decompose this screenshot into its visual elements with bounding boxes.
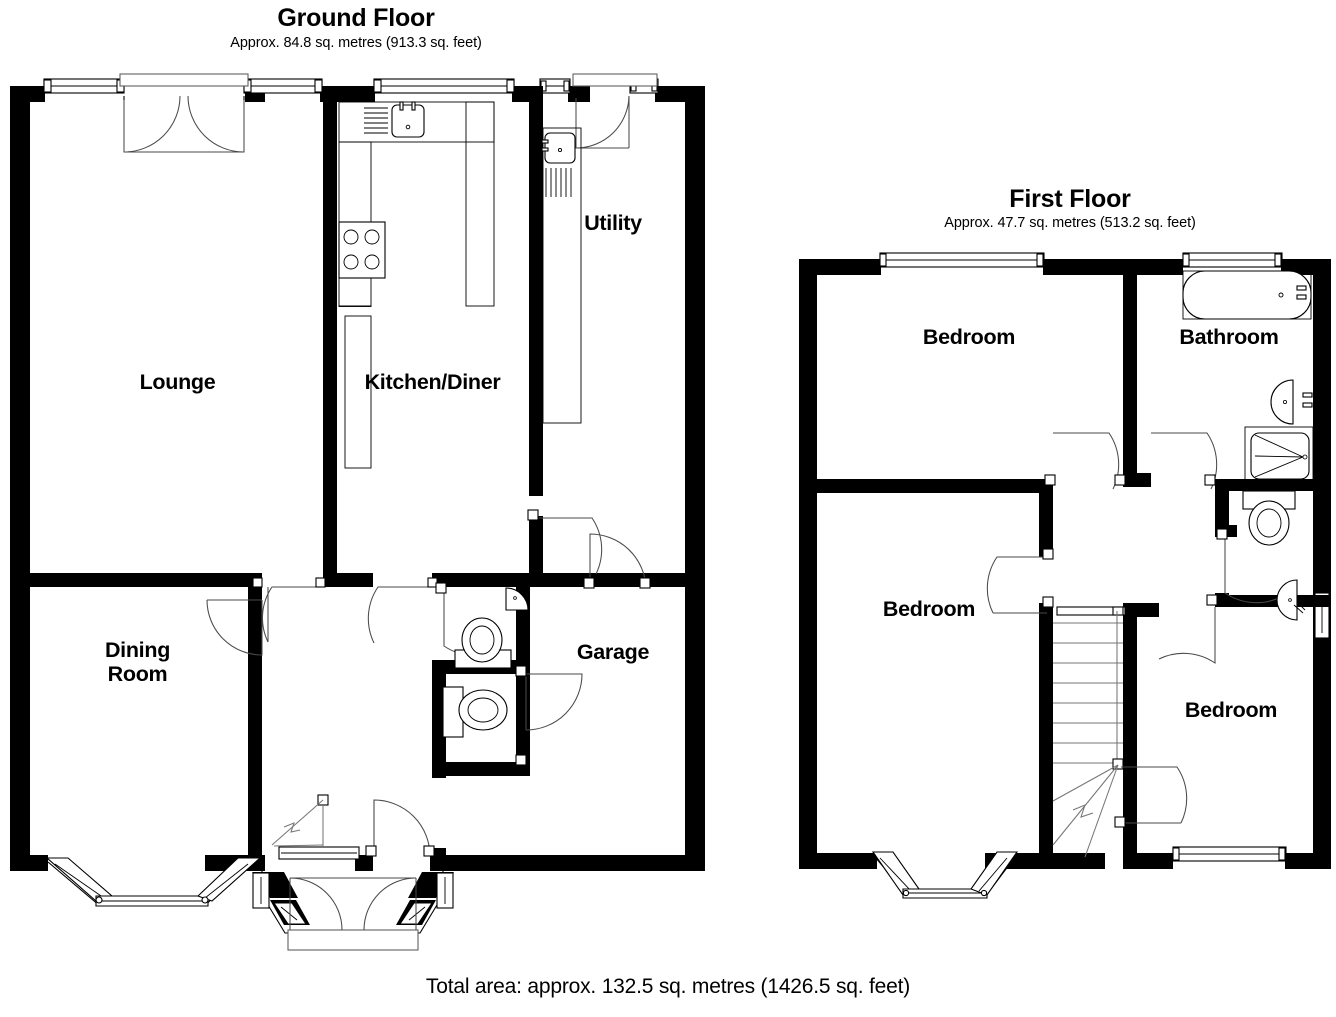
dining-bay-window: [45, 857, 262, 907]
wall-wc-right-upper: [529, 516, 543, 576]
door-dining-hall[interactable]: [206, 577, 263, 656]
staircase-up: [271, 794, 360, 860]
wc-toilet-icon: [454, 617, 512, 669]
cloakroom-toilet-icon: [442, 686, 508, 738]
door-bedroom1[interactable]: [1044, 432, 1126, 490]
door-kitchen-hall[interactable]: [367, 577, 438, 644]
wall-hall-wc-top: [432, 573, 530, 587]
door-lounge-hall[interactable]: [261, 577, 326, 643]
kitchen-sink-icon: [364, 101, 425, 138]
wall-ground-bottom-d: [430, 855, 705, 871]
wall-bed2-right-upper: [1039, 479, 1053, 557]
door-wc-first[interactable]: [1216, 528, 1282, 604]
total-area-text: Total area: approx. 132.5 sq. metres (14…: [425, 975, 911, 998]
wall-lounge-dining: [10, 573, 262, 587]
wall-bed3-top: [1215, 595, 1331, 607]
door-cloakroom[interactable]: [515, 665, 583, 766]
ground-floor-drawing: [10, 73, 705, 951]
wall-bed1-bathroom: [1123, 259, 1137, 481]
wall-wc-bottom: [432, 762, 522, 776]
entrance-porch: [252, 871, 454, 951]
window-utility: [539, 78, 571, 94]
door-utility-hall[interactable]: [527, 509, 603, 575]
kitchen-hob-icon: [338, 221, 386, 279]
wall-stairwell-bottom: [1123, 783, 1137, 869]
shower-tray-icon: [1244, 426, 1314, 486]
bedroom2-bay-window: [871, 851, 1019, 899]
room-label-garage: Garage: [576, 640, 650, 664]
wall-landing-bathroom: [1123, 473, 1151, 487]
window-kitchen: [373, 78, 515, 94]
door-garage[interactable]: [583, 533, 651, 589]
kitchen-worktop: [338, 101, 495, 469]
room-label-bedroom-3: Bedroom: [1184, 698, 1278, 722]
wall-bed2-right-lower: [1039, 603, 1053, 869]
landing-basin-icon: [1276, 579, 1306, 621]
wall-stairwell-top: [1123, 603, 1159, 617]
window-bathroom: [1182, 252, 1283, 268]
window-lounge-left: [43, 78, 125, 94]
wall-first-bottom-d: [1285, 853, 1331, 869]
window-bedroom3: [1172, 846, 1287, 862]
staircase-down: [1052, 606, 1188, 858]
door-entrance-hall[interactable]: [365, 799, 435, 857]
wall-bed1-bottom: [799, 479, 1053, 493]
wall-ground-right: [685, 86, 705, 871]
ground-floor-area-text: Approx. 84.8 sq. metres (913.3 sq. feet): [230, 35, 482, 51]
wall-ground-top-a: [10, 86, 45, 102]
room-label-kitchen-diner: Kitchen/Diner: [364, 370, 501, 394]
wall-utility-garage: [529, 573, 689, 587]
wall-wc-right: [516, 586, 530, 776]
wall-first-top-b: [1043, 259, 1183, 275]
room-label-bathroom: Bathroom: [1179, 325, 1279, 349]
wall-first-bottom-a: [799, 853, 877, 869]
wall-dining-hall: [248, 573, 262, 863]
door-bedroom3[interactable]: [1158, 594, 1218, 664]
room-label-dining-room: Dining Room: [50, 638, 225, 686]
wall-ground-left: [10, 86, 30, 871]
wall-lounge-kitchen: [323, 86, 337, 580]
wall-first-left: [799, 259, 817, 869]
french-doors-lounge[interactable]: [119, 73, 249, 153]
room-label-utility: Utility: [584, 211, 642, 235]
first-floor-area-text: Approx. 47.7 sq. metres (513.2 sq. feet): [944, 215, 1196, 231]
door-bathroom[interactable]: [1151, 432, 1218, 490]
ground-floor-title: Ground Floor: [277, 4, 435, 32]
first-floor-title: First Floor: [1009, 185, 1131, 213]
wall-ground-top-f: [655, 86, 705, 102]
window-porch-right: [436, 872, 454, 909]
bath-tub-icon: [1182, 270, 1312, 320]
bathroom-basin-icon: [1270, 379, 1313, 425]
window-bedroom1: [879, 252, 1045, 268]
wall-ground-bottom-a: [10, 855, 48, 871]
room-label-bedroom-1: Bedroom: [922, 325, 1016, 349]
utility-sink-icon: [541, 127, 582, 424]
room-label-lounge: Lounge: [139, 370, 216, 394]
porch-double-doors[interactable]: [287, 877, 419, 951]
window-lounge-right: [243, 78, 323, 94]
wall-first-top-a: [799, 259, 881, 275]
wall-hall-bottom-stub: [432, 848, 446, 870]
room-label-dining-line2: Room: [107, 662, 168, 687]
room-label-dining-line1: Dining: [104, 638, 171, 662]
wall-kitchen-bottom-stub: [323, 573, 373, 587]
wall-kitchen-utility: [529, 86, 543, 496]
separate-wc-toilet-icon: [1242, 490, 1296, 546]
door-bedroom2[interactable]: [986, 548, 1054, 614]
wall-ground-top-e: [568, 86, 590, 102]
wall-stairwell-right: [1123, 603, 1137, 789]
wall-first-right: [1313, 259, 1331, 869]
door-side-entrance[interactable]: [572, 73, 658, 149]
wall-wc-left-first: [1215, 479, 1229, 531]
first-floor-drawing: [799, 252, 1331, 899]
window-porch-left: [252, 872, 270, 909]
room-label-bedroom-2: Bedroom: [882, 597, 976, 621]
wc-basin-icon: [505, 587, 529, 611]
